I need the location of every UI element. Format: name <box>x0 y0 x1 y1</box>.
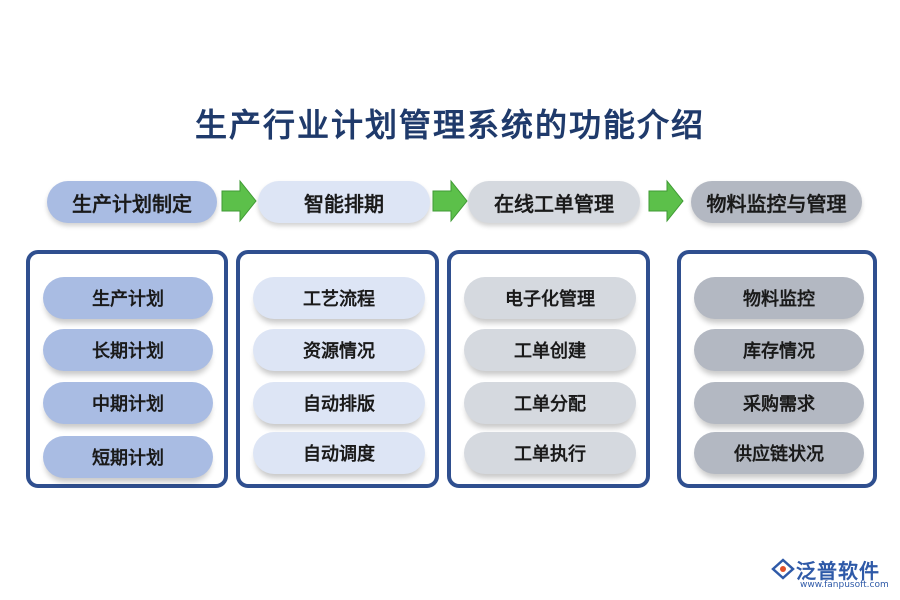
list-item: 物料监控 <box>694 277 864 319</box>
panel-smart-scheduling: 工艺流程 资源情况 自动排版 自动调度 <box>236 250 439 488</box>
column-header-material: 物料监控与管理 <box>691 181 862 223</box>
list-item: 采购需求 <box>694 382 864 424</box>
right-arrow-icon <box>648 179 684 223</box>
list-item: 工单创建 <box>464 329 636 371</box>
panel-production-plan: 生产计划 长期计划 中期计划 短期计划 <box>26 250 228 488</box>
column-header-smart-scheduling: 智能排期 <box>258 181 430 223</box>
list-item: 电子化管理 <box>464 277 636 319</box>
list-item: 资源情况 <box>253 329 425 371</box>
page-title: 生产行业计划管理系统的功能介绍 <box>194 106 705 144</box>
list-item: 自动排版 <box>253 382 425 424</box>
brand-logo: 泛普软件 www.fanpusoft.com <box>770 555 892 595</box>
logo-url: www.fanpusoft.com <box>800 580 889 590</box>
column-header-production-plan: 生产计划制定 <box>47 181 217 223</box>
list-item: 生产计划 <box>43 277 213 319</box>
logo-icon <box>771 558 795 580</box>
list-item: 短期计划 <box>43 436 213 478</box>
list-item: 长期计划 <box>43 329 213 371</box>
list-item: 工单执行 <box>464 432 636 474</box>
right-arrow-icon <box>221 179 257 223</box>
right-arrow-icon <box>432 179 468 223</box>
list-item: 中期计划 <box>43 382 213 424</box>
column-header-work-order: 在线工单管理 <box>468 181 640 223</box>
list-item: 库存情况 <box>694 329 864 371</box>
logo-name: 泛普软件 <box>796 559 880 583</box>
list-item: 供应链状况 <box>694 432 864 474</box>
list-item: 工艺流程 <box>253 277 425 319</box>
panel-material: 物料监控 库存情况 采购需求 供应链状况 <box>677 250 877 488</box>
list-item: 自动调度 <box>253 432 425 474</box>
list-item: 工单分配 <box>464 382 636 424</box>
panel-work-order: 电子化管理 工单创建 工单分配 工单执行 <box>447 250 650 488</box>
